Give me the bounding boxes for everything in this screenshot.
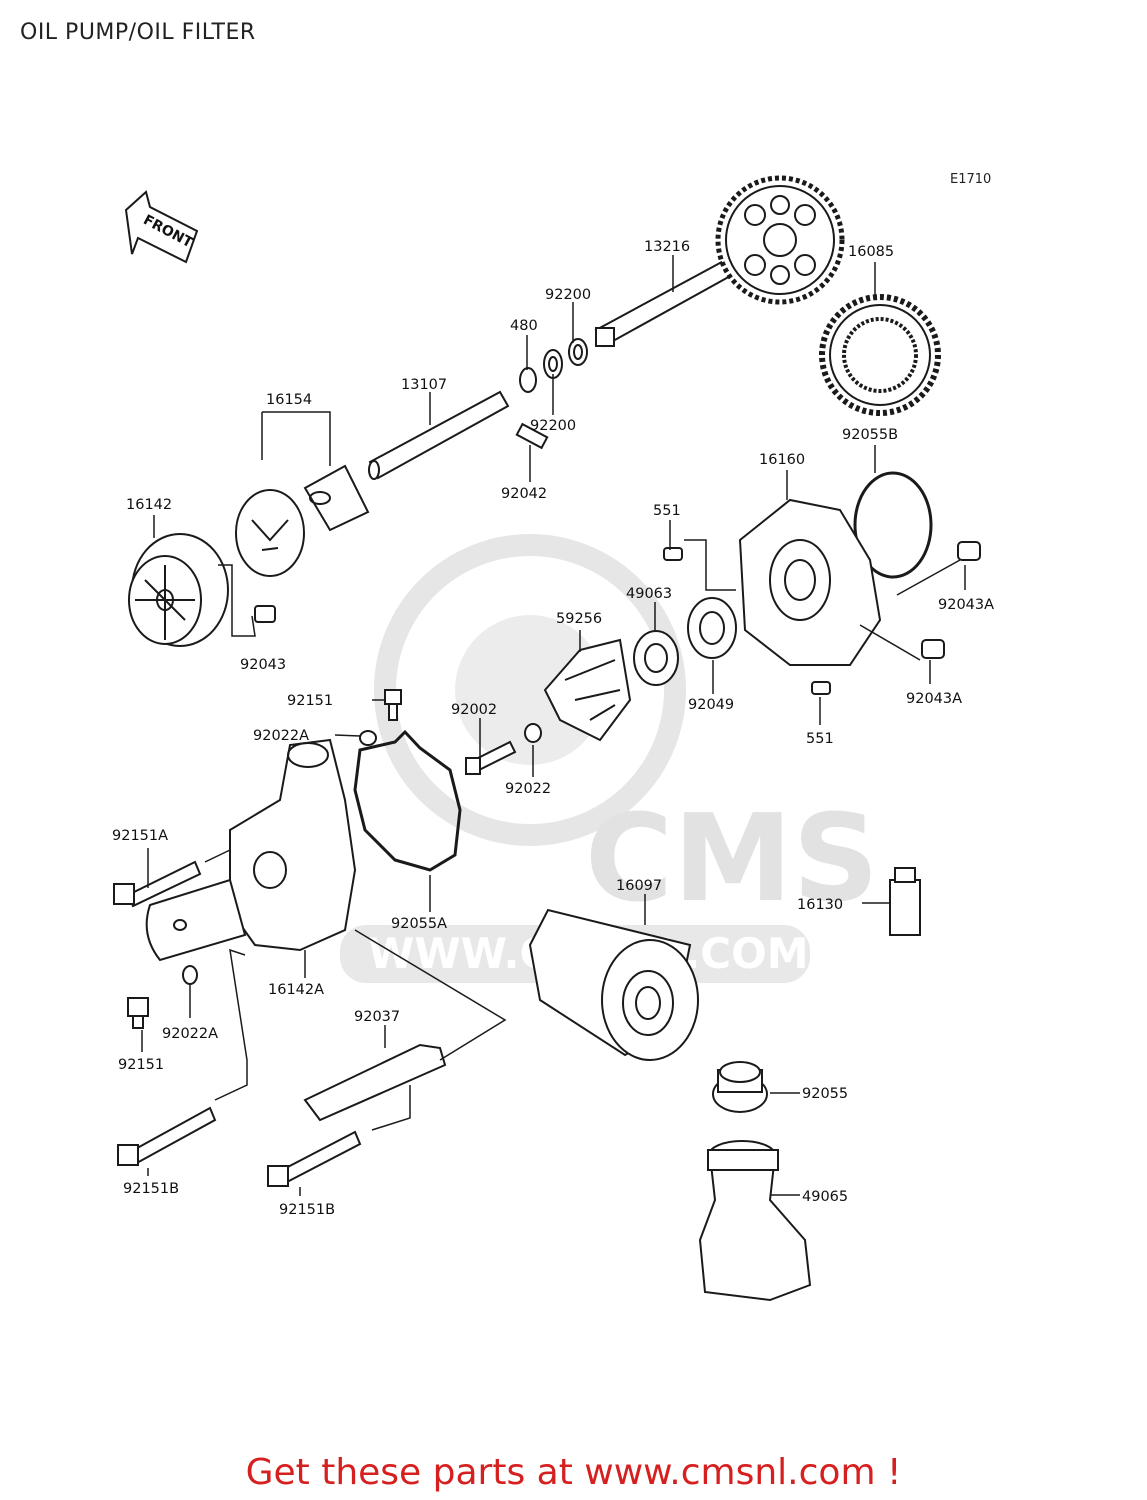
label-13107: 13107: [401, 377, 447, 393]
label-92055B: 92055B: [842, 427, 898, 443]
label-92200-bottom: 92200: [530, 418, 576, 434]
label-92049: 92049: [688, 697, 734, 713]
leader-lines: [141, 255, 966, 1196]
bracket-92037: [303, 1043, 447, 1122]
o-ring-92055B: [853, 471, 933, 579]
label-92022: 92022: [505, 781, 551, 797]
label-92043: 92043: [240, 657, 286, 673]
bolt-92151-top: [384, 689, 402, 721]
label-13216: 13216: [644, 239, 690, 255]
label-16097: 16097: [616, 878, 662, 894]
strainer-49065: [698, 1140, 812, 1302]
dowel-92043: [254, 605, 276, 623]
label-92043A-bottom: 92043A: [906, 691, 962, 707]
label-92151-bottom: 92151: [118, 1057, 164, 1073]
label-16160: 16160: [759, 452, 805, 468]
label-59256: 59256: [556, 611, 602, 627]
cap-92055: [712, 1061, 768, 1113]
bolt-92151B-left: [117, 1106, 217, 1166]
exploded-parts-diagram: CMS WWW.CMSNL.COM FRONT: [112, 175, 994, 1302]
pin-92042: [515, 422, 549, 450]
label-16130: 16130: [797, 897, 843, 913]
oil-filter-16097: [528, 908, 699, 1061]
label-92022A-bottom: 92022A: [162, 1026, 218, 1042]
label-92022A-top: 92022A: [253, 728, 309, 744]
bolt-92151-bottom: [127, 997, 149, 1029]
dowel-92043A-bottom: [921, 639, 945, 659]
dowel-92043A-top: [957, 541, 981, 561]
label-480: 480: [510, 318, 538, 334]
label-551-top: 551: [653, 503, 681, 519]
watermark-logo-text: CMS: [585, 790, 879, 929]
washer-92022A-bottom: [182, 965, 198, 985]
label-92042: 92042: [501, 486, 547, 502]
front-arrow-icon: FRONT: [124, 190, 199, 264]
rotor-16154: [235, 464, 370, 577]
label-92043A-top: 92043A: [938, 597, 994, 613]
label-16085: 16085: [848, 244, 894, 260]
page-title: OIL PUMP/OIL FILTER: [20, 20, 256, 45]
footer-link-text[interactable]: Get these parts at www.cmsnl.com !: [245, 1452, 902, 1493]
pump-cover-16160: [738, 498, 882, 666]
label-16142: 16142: [126, 497, 172, 513]
o-ring-92055A: [353, 729, 462, 872]
label-92055: 92055: [802, 1086, 848, 1102]
pin-551-bottom: [811, 681, 831, 695]
label-551-bottom: 551: [806, 731, 834, 747]
seal-49063: [633, 630, 679, 686]
label-92151-top: 92151: [287, 693, 333, 709]
bearing-92049: [687, 597, 737, 659]
bolt-92151A: [113, 860, 202, 908]
label-16154: 16154: [266, 392, 312, 408]
label-92002: 92002: [451, 702, 497, 718]
label-49063: 49063: [626, 586, 672, 602]
label-92151B-left: 92151B: [123, 1181, 179, 1197]
pump-shaft-gear-13216: [594, 175, 845, 348]
gear-16085: [819, 294, 941, 416]
label-49065: 49065: [802, 1189, 848, 1205]
fitting-16130: [889, 867, 921, 936]
label-92151B-right: 92151B: [279, 1202, 335, 1218]
rotor-housing-16142: [128, 533, 229, 647]
label-92037: 92037: [354, 1009, 400, 1025]
diagram-code: E1710: [950, 172, 992, 187]
part-drawings: [113, 175, 981, 1302]
label-16142A: 16142A: [268, 982, 324, 998]
shaft-13107: [368, 390, 510, 480]
label-92200-top: 92200: [545, 287, 591, 303]
washer-92022: [524, 723, 542, 743]
pin-551-top: [663, 547, 683, 561]
bolt-92151B-right: [267, 1130, 362, 1187]
part-labels: 13216 16085 92200 480 92200 13107 16154 …: [112, 239, 994, 1218]
bolt-92002: [465, 740, 517, 775]
pump-body-16142A: [145, 738, 357, 962]
washer-92022A-top: [359, 730, 377, 746]
impeller-59256: [543, 638, 632, 742]
label-92151A: 92151A: [112, 828, 168, 844]
label-92055A: 92055A: [391, 916, 447, 932]
